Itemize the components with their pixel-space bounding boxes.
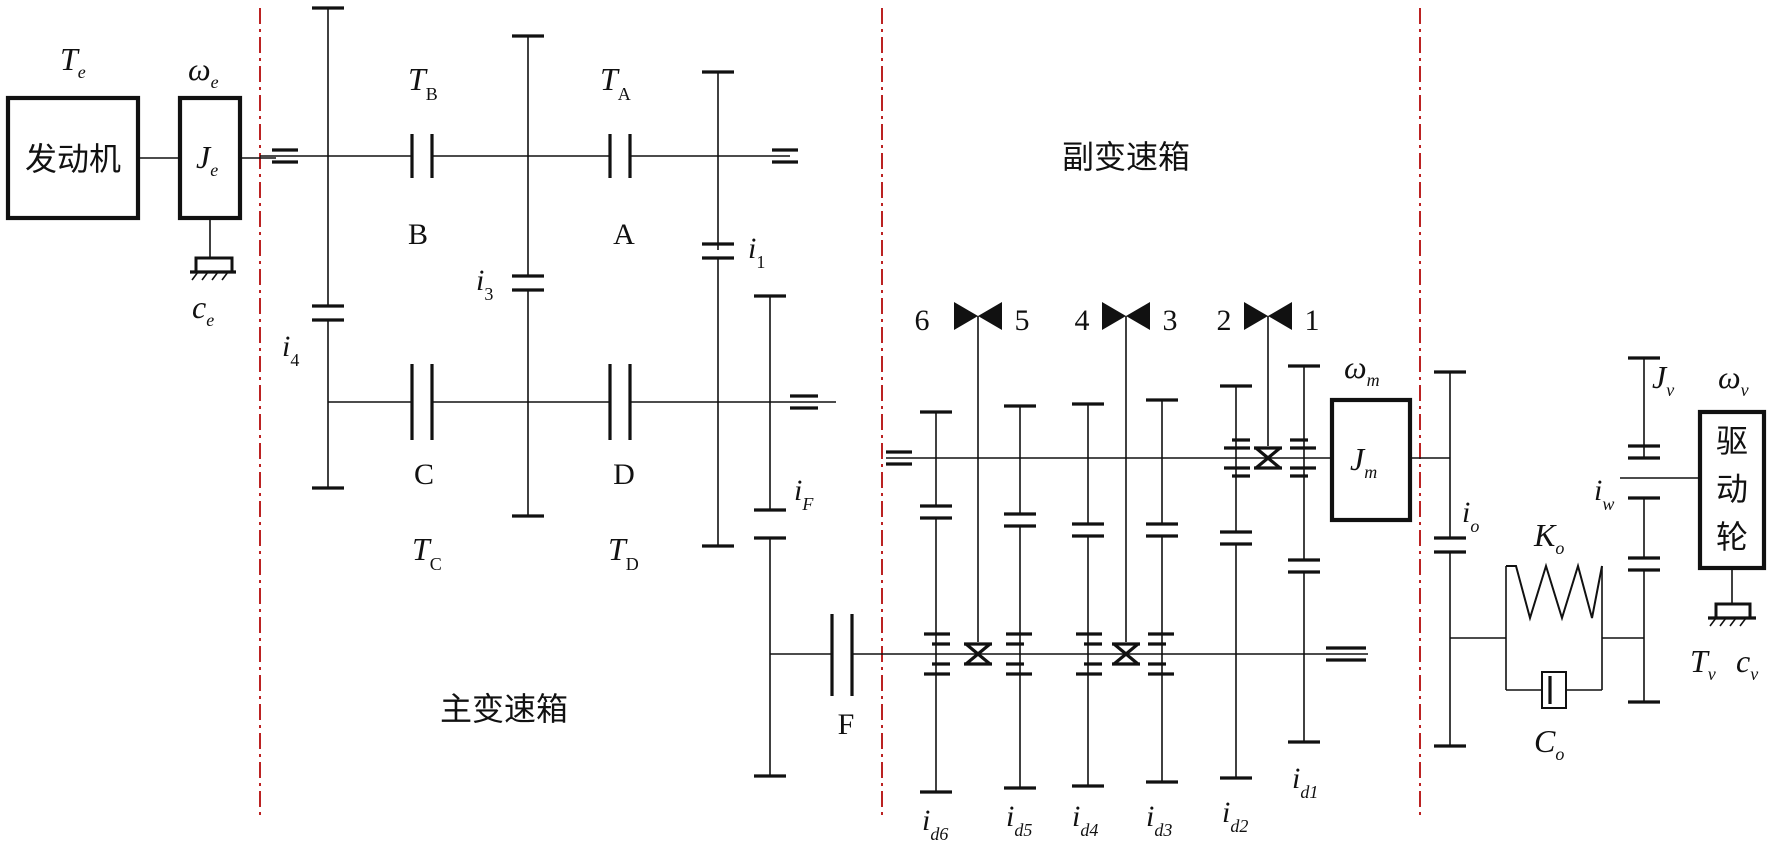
aux-inertia-block: [1329, 397, 1413, 523]
wheel-speed-label: ωv: [1718, 359, 1749, 400]
synchronizer-6-5: [954, 302, 1002, 666]
synchro-number-2: 2: [1217, 304, 1232, 337]
final-drive: [1434, 370, 1506, 748]
ratio-label-i3: i3: [476, 264, 493, 304]
engine-inertia-block: [177, 95, 276, 281]
ratio-label-id5: id5: [1006, 800, 1032, 840]
section-separators: [259, 8, 1421, 820]
aux-gear-2: [1220, 384, 1252, 780]
wheel-label-char-3: 轮: [1716, 518, 1748, 556]
spring-damper: [1505, 562, 1644, 709]
clutch-label-D: D: [613, 458, 635, 491]
ratio-label-id1: id1: [1292, 762, 1318, 802]
ratio-label-id4: id4: [1072, 800, 1098, 840]
aux-speed-label: ωm: [1344, 349, 1380, 390]
aux-gearbox-title: 副变速箱: [1062, 138, 1190, 176]
engine-torque-label: Te: [60, 41, 86, 82]
clutch-B: [410, 134, 434, 178]
synchro-number-6: 6: [915, 304, 930, 337]
clutch-F: [830, 614, 854, 696]
synchronizer-2-1: [1244, 302, 1292, 470]
wheel-ratio-label: iw: [1594, 474, 1614, 514]
ratio-label-id2: id2: [1222, 796, 1248, 836]
synchro-number-5: 5: [1015, 304, 1030, 337]
engine-label: 发动机: [25, 140, 121, 178]
engine-inertia-label: Je: [196, 139, 218, 180]
ratio-label-i4: i4: [282, 330, 299, 370]
stiffness-label: Ko: [1533, 517, 1564, 558]
clutch-label-B: B: [408, 218, 428, 251]
clutch-label-A: A: [613, 218, 635, 251]
final-ratio-label: io: [1462, 496, 1479, 536]
ratio-label-i1: i1: [748, 232, 765, 272]
ratio-label-id6: id6: [922, 804, 948, 844]
aux-gear-4: [1072, 402, 1104, 788]
wheel-gear: [1620, 356, 1700, 704]
engine-speed-label: ωe: [188, 51, 219, 92]
torque-label-B: TB: [408, 61, 438, 104]
clutch-label-F: F: [838, 708, 855, 741]
drive-wheel-block: 驱 动 轮: [1697, 409, 1767, 627]
wheel-inertia-label: Jv: [1652, 359, 1674, 400]
main-gearbox-title: 主变速箱: [440, 690, 568, 728]
aux-gear-3: [1146, 398, 1178, 784]
main-gearbox-shafts: [260, 6, 1368, 778]
ratio-label-iF: iF: [794, 474, 814, 514]
clutch-C: [410, 364, 434, 440]
damper-label: Co: [1534, 723, 1564, 764]
synchro-number-4: 4: [1075, 304, 1090, 337]
wheel-torque-label: Tv: [1690, 643, 1716, 684]
wheel-label-char-1: 驱: [1716, 422, 1748, 460]
wheel-damping-label: cv: [1736, 643, 1758, 684]
synchro-number-3: 3: [1163, 304, 1178, 337]
clutch-D: [608, 364, 632, 440]
torque-label-D: TD: [608, 531, 639, 574]
ratio-label-id3: id3: [1146, 800, 1172, 840]
synchro-number-1: 1: [1305, 304, 1320, 337]
aux-inertia-label: Jm: [1350, 441, 1377, 482]
aux-gear-5: [1004, 404, 1036, 790]
aux-gear-6: [920, 410, 952, 794]
wheel-label-char-2: 动: [1716, 470, 1748, 508]
aux-gear-1: [1288, 364, 1320, 744]
torque-label-A: TA: [600, 61, 631, 104]
torque-label-C: TC: [412, 531, 442, 574]
clutch-label-C: C: [414, 458, 434, 491]
synchronizer-4-3: [1102, 302, 1150, 666]
engine-damping-label: ce: [192, 289, 214, 330]
clutch-A: [608, 134, 632, 178]
aux-gearbox-shafts: [886, 450, 1450, 662]
engine-block: 发动机: [5, 95, 180, 221]
